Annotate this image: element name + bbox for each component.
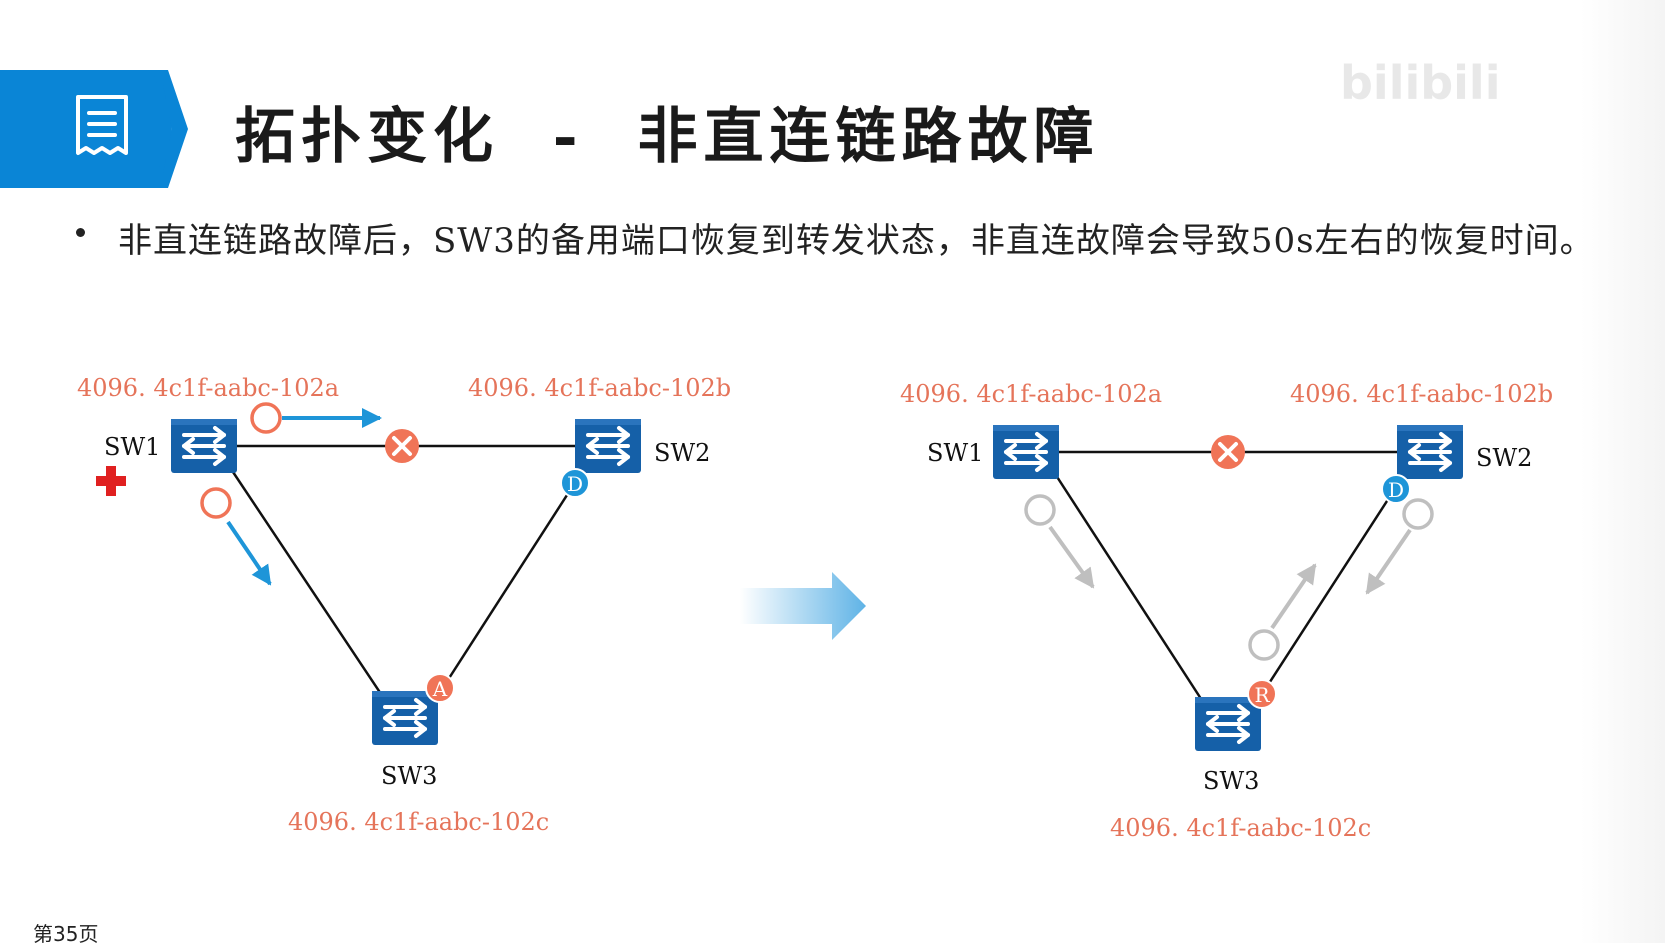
watermark-logo: bilibili — [1340, 56, 1501, 110]
slide-margin — [1580, 0, 1665, 943]
switch-sw3[interactable] — [370, 689, 440, 747]
fault-x-icon — [383, 427, 421, 465]
svg-text:D: D — [1388, 478, 1404, 502]
link-sw2-sw3 — [433, 477, 580, 701]
switch-sw1[interactable] — [991, 423, 1061, 481]
diagram-after: D R SW1 SW2 SW3 4096. 4c1f-aabc-102a 409… — [900, 380, 1553, 842]
switch-sw3[interactable] — [1193, 695, 1263, 753]
page-number: 第35页 — [33, 922, 99, 946]
bpdu-flow-icon — [1365, 498, 1434, 595]
bpdu-flow-icon — [1024, 494, 1095, 589]
mac-label-sw3: 4096. 4c1f-aabc-102c — [1110, 814, 1371, 842]
switch-label-sw1: SW1 — [104, 433, 160, 461]
port-alternate-badge: A — [425, 673, 455, 703]
mac-label-sw3: 4096. 4c1f-aabc-102c — [288, 808, 549, 836]
svg-text:D: D — [567, 472, 583, 496]
mac-label-sw1: 4096. 4c1f-aabc-102a — [900, 380, 1162, 408]
bullet-dot — [76, 228, 85, 237]
port-root-badge: R — [1247, 679, 1277, 709]
link-sw1-sw3 — [223, 459, 387, 701]
switch-sw1[interactable] — [169, 417, 239, 475]
page-title: 拓扑变化 - 非直连链路故障 — [235, 102, 1100, 172]
right-arrow-icon — [740, 572, 866, 640]
diagram-before: D A SW1 SW2 SW3 4096. 4c1f-aabc-102a 409… — [77, 374, 731, 836]
fault-x-icon — [1209, 433, 1247, 471]
title-banner — [0, 70, 188, 188]
link-sw1-sw3 — [1048, 465, 1207, 706]
mac-label-sw2: 4096. 4c1f-aabc-102b — [468, 374, 731, 402]
red-cross-icon — [96, 466, 126, 496]
bpdu-flow-icon — [1248, 563, 1317, 661]
switch-sw2[interactable] — [1395, 423, 1465, 481]
port-designated-badge: D — [560, 468, 590, 498]
switch-label-sw3: SW3 — [381, 762, 437, 790]
switch-sw2[interactable] — [573, 417, 643, 475]
svg-text:A: A — [432, 677, 448, 701]
link-sw2-sw3 — [1253, 483, 1400, 706]
switch-label-sw2: SW2 — [1476, 444, 1532, 472]
bpdu-flow-icon — [250, 402, 382, 434]
document-icon — [76, 95, 128, 155]
bullet-text: 非直连链路故障后，SW3的备用端口恢复到转发状态，非直连故障会导致50s左右的恢… — [118, 221, 1595, 261]
switch-label-sw2: SW2 — [654, 439, 710, 467]
port-designated-badge: D — [1381, 474, 1411, 504]
bpdu-flow-icon — [200, 487, 272, 586]
switch-label-sw3: SW3 — [1203, 767, 1259, 795]
switch-label-sw1: SW1 — [927, 439, 983, 467]
svg-text:R: R — [1254, 683, 1270, 707]
mac-label-sw1: 4096. 4c1f-aabc-102a — [77, 374, 339, 402]
mac-label-sw2: 4096. 4c1f-aabc-102b — [1290, 380, 1553, 408]
